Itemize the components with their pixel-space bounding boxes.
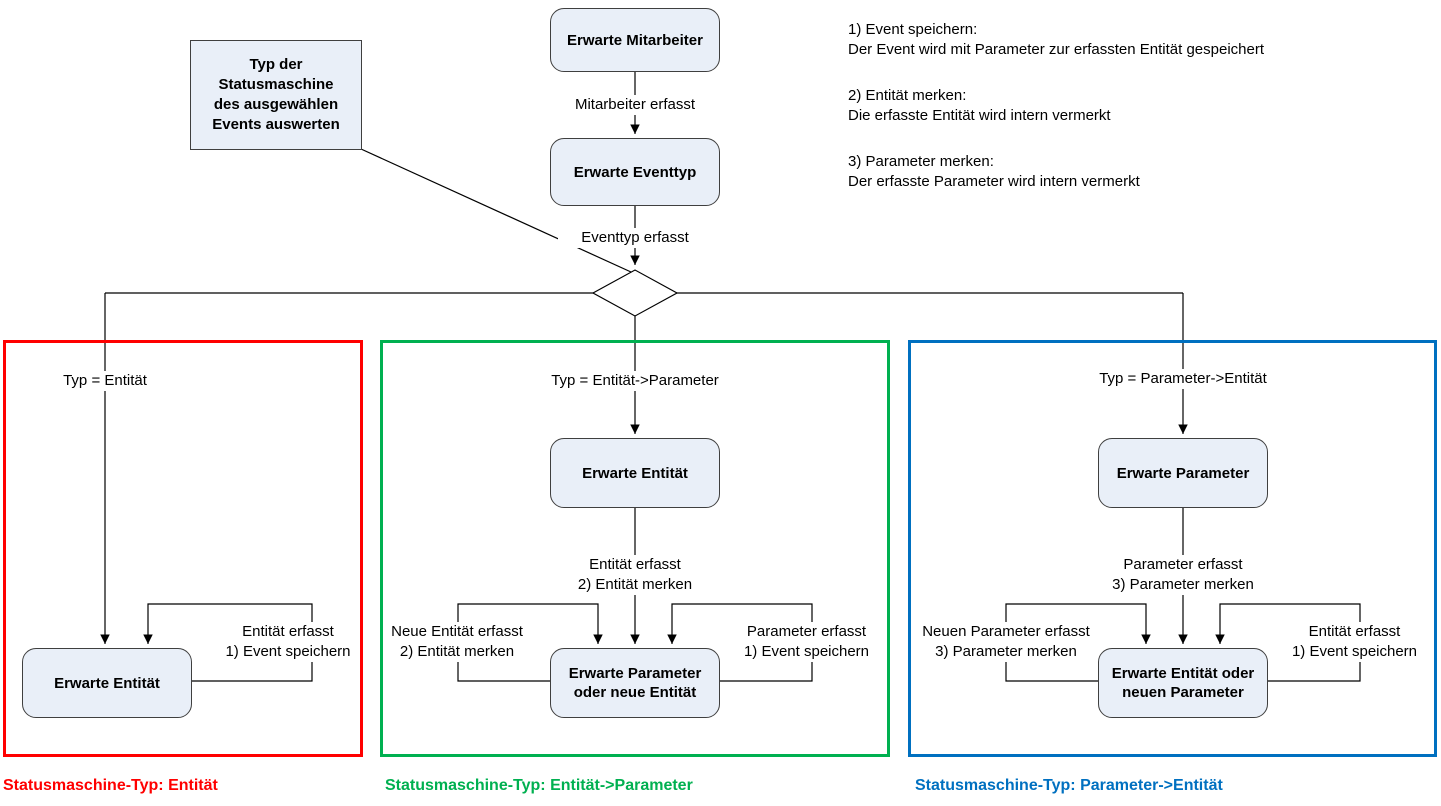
condition-typ-parameter-entitaet: Typ = Parameter->Entität (1096, 369, 1270, 389)
legend-item: 1) Event speichern: Der Event wird mit P… (848, 20, 1264, 60)
legend-item-title: 3) Parameter merken: (848, 153, 994, 170)
caption-branch-parameter-entitaet: Statusmaschine-Typ: Parameter->Entität (915, 777, 1223, 794)
loop-line: 3) Parameter merken (935, 643, 1077, 660)
loop-line: Neue Entität erfasst (391, 623, 523, 640)
loop-line: 1) Event speichern (743, 643, 870, 660)
note-line: Events auswerten (212, 116, 340, 133)
state-label: Erwarte Parameter (568, 665, 702, 682)
loop-line: Entität erfasst (242, 623, 334, 640)
legend-item-desc: Die erfasste Entität wird intern vermerk… (848, 107, 1111, 124)
loop-label-green-left: Neue Entität erfasst 2) Entität merken (383, 622, 531, 662)
caption-branch-entitaet-parameter: Statusmaschine-Typ: Entität->Parameter (385, 777, 693, 794)
loop-label-entitaet: Entität erfasst 1) Event speichern (218, 622, 358, 662)
state-label: Erwarte Parameter (1116, 464, 1250, 482)
frame-branch-entitaet (3, 340, 363, 757)
loop-label-blue-right: Entität erfasst 1) Event speichern (1282, 622, 1427, 662)
loop-entitaet (143, 603, 313, 682)
loop-green-right (667, 603, 813, 682)
transition-line: Entität erfasst (589, 556, 681, 573)
transition-line: 2) Entität merken (577, 576, 693, 593)
loop-line: 2) Entität merken (399, 643, 515, 660)
state-erwarte-entitaet-oder-neuen-parameter: Erwarte Entität oder neuen Parameter (1098, 648, 1268, 718)
note-line: des ausgewählen (213, 96, 339, 113)
legend: 1) Event speichern: Der Event wird mit P… (848, 20, 1264, 218)
condition-typ-entitaet: Typ = Entität (38, 371, 172, 391)
note-callout-line (360, 148, 632, 273)
loop-line: Entität erfasst (1308, 623, 1401, 640)
state-erwarte-parameter: Erwarte Parameter (1098, 438, 1268, 508)
loop-line: 1) Event speichern (225, 643, 351, 660)
legend-item-desc: Der Event wird mit Parameter zur erfasst… (848, 41, 1265, 58)
state-label: Erwarte Entität (54, 674, 160, 692)
loop-green-left (457, 603, 603, 682)
condition-typ-entitaet-parameter: Typ = Entität->Parameter (550, 371, 720, 391)
loop-line: Parameter erfasst (746, 623, 867, 640)
frame-branch-parameter-entitaet (908, 340, 1437, 757)
state-label: neuen Parameter (1122, 684, 1244, 701)
transition-line: Parameter erfasst (1123, 556, 1243, 573)
transition-line: 3) Parameter merken (1112, 576, 1254, 593)
legend-item: 2) Entität merken: Die erfasste Entität … (848, 86, 1264, 126)
state-label: Erwarte Mitarbeiter (567, 31, 703, 49)
state-label: Erwarte Entität oder (1111, 665, 1255, 682)
transition-eventtyp-erfasst: Eventtyp erfasst (558, 228, 712, 248)
state-label: oder neue Entität (573, 684, 697, 701)
loop-label-green-right: Parameter erfasst 1) Event speichern (734, 622, 879, 662)
transition-mitarbeiter-erfasst: Mitarbeiter erfasst (558, 95, 712, 115)
state-label: Erwarte Eventtyp (573, 163, 697, 181)
legend-item: 3) Parameter merken: Der erfasste Parame… (848, 152, 1264, 192)
legend-item-desc: Der erfasste Parameter wird intern verme… (848, 173, 1140, 190)
loop-label-blue-left: Neuen Parameter erfasst 3) Parameter mer… (922, 622, 1090, 662)
legend-item-title: 1) Event speichern: (848, 21, 978, 38)
legend-item-title: 2) Entität merken: (848, 87, 967, 104)
loop-line: 1) Event speichern (1291, 643, 1418, 660)
transition-entitaet-erfasst-merken: Entität erfasst 2) Entität merken (545, 555, 725, 595)
caption-branch-entitaet: Statusmaschine-Typ: Entität (3, 777, 218, 794)
loop-line: Neuen Parameter erfasst (922, 623, 1090, 640)
note-box: Typ der Statusmaschine des ausgewählen E… (190, 40, 362, 150)
note-line: Typ der Statusmaschine (218, 56, 334, 93)
loop-blue-right (1215, 603, 1361, 682)
loop-blue-left (1005, 603, 1151, 682)
state-erwarte-eventtyp: Erwarte Eventtyp (550, 138, 720, 206)
state-erwarte-entitaet-red: Erwarte Entität (22, 648, 192, 718)
decision-diamond (591, 269, 679, 317)
state-erwarte-entitaet-green: Erwarte Entität (550, 438, 720, 508)
state-erwarte-mitarbeiter: Erwarte Mitarbeiter (550, 8, 720, 72)
state-label: Erwarte Entität (582, 464, 688, 482)
transition-parameter-erfasst-merken: Parameter erfasst 3) Parameter merken (1093, 555, 1273, 595)
state-erwarte-parameter-oder-neue-entitaet: Erwarte Parameter oder neue Entität (550, 648, 720, 718)
frame-branch-entitaet-parameter (380, 340, 890, 757)
